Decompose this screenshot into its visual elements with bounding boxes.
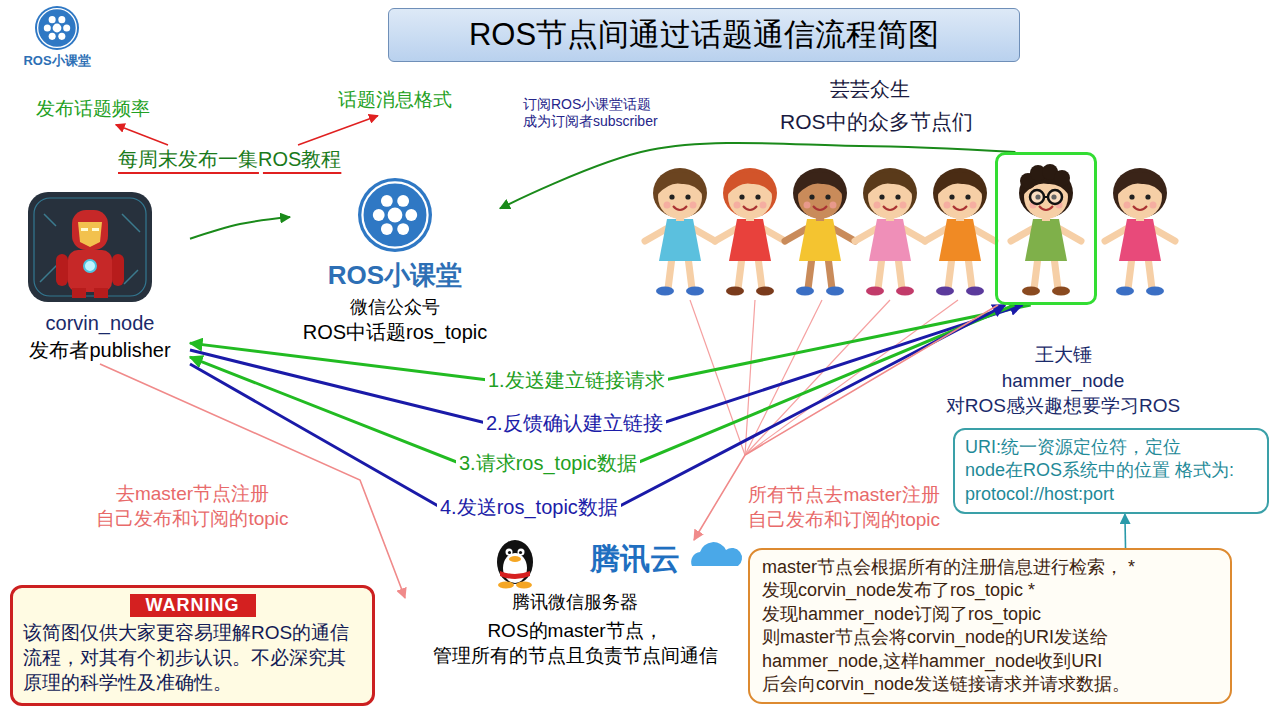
title-box: ROS节点间通过话题通信流程简图: [388, 8, 1020, 62]
publisher-icon: [112, 254, 124, 286]
kids-illustration: [855, 168, 925, 296]
register-lines: [745, 300, 755, 455]
publisher-icon: [28, 192, 152, 302]
connector: [190, 217, 290, 239]
note-text: URI:统一资源定位符，定位 node在ROS系统中的位置 格式为: proto…: [965, 436, 1257, 506]
cloud-logo: [498, 582, 514, 589]
publisher-icon: [72, 288, 86, 298]
node-name: corvin_node: [10, 310, 190, 337]
logo-text: ROS小课堂: [290, 258, 500, 293]
cloud-logo: [508, 551, 511, 554]
register-lines: [745, 300, 958, 455]
edge-label: 订阅ROS小课堂话题 成为订阅者subscriber: [520, 96, 716, 130]
topic-node: ROS小课堂微信公众号ROS中话题ros_topic: [290, 174, 500, 346]
publisher-icon: [28, 192, 152, 302]
annotation: 每周末发布一集ROS教程: [118, 146, 341, 172]
publisher-icon: [72, 210, 108, 250]
connector: [694, 305, 998, 540]
note-text: master节点会根据所有的注册信息进行检索， *发现corvin_node发布…: [762, 556, 1218, 696]
publisher-icon: [78, 222, 102, 247]
node-caption-group: 王大锤hammer_node对ROS感兴趣想要学习ROS: [923, 342, 1203, 419]
connector: [190, 305, 1014, 463]
node-id: hammer_node: [923, 368, 1203, 394]
node-name: 王大锤: [923, 342, 1203, 368]
node-name: ROS中话题ros_topic: [290, 319, 500, 346]
node-role: ROS的master节点， 管理所有的节点且负责节点间通信: [405, 618, 745, 669]
cloud-logo: [509, 556, 521, 562]
edge-label: 所有节点去master注册 自己发布和订阅的topic: [735, 483, 953, 532]
warning-heading: WARNING: [130, 594, 256, 617]
group-subtitle: ROS中的众多节点们: [780, 108, 973, 135]
publisher-icon: [34, 198, 146, 296]
cloud-logo: [506, 549, 513, 556]
kids-illustration: [1054, 170, 1070, 186]
edge-label: 4.发送ros_topic数据: [437, 494, 621, 520]
master-node: 腾讯云腾讯微信服务器 ROS的master节点， 管理所有的节点且负责节点间通信: [405, 540, 745, 669]
note-box: URI:统一资源定位符，定位 node在ROS系统中的位置 格式为: proto…: [953, 428, 1269, 514]
underline: [118, 172, 259, 174]
connector: [190, 305, 1005, 507]
publisher-icon: [94, 288, 108, 298]
logo-icon: [35, 6, 79, 50]
node-name: 腾讯微信服务器: [405, 590, 745, 614]
publisher-node: corvin_node发布者publisher: [10, 190, 190, 364]
annotation: 话题消息格式: [338, 88, 452, 113]
logo-icon: [358, 178, 432, 252]
node-caption: 微信公众号: [290, 295, 500, 319]
kids-illustration: [645, 168, 715, 296]
edge-label: 1.发送建立链接请求: [485, 367, 668, 393]
publisher-icon: [81, 228, 88, 231]
group-title: 芸芸众生: [830, 76, 910, 102]
logo-text: 腾讯云: [525, 540, 745, 578]
connector: [500, 143, 1015, 208]
publisher-icon: [56, 254, 68, 286]
cloud-logo: [519, 551, 522, 554]
underline: [263, 172, 341, 174]
edge-label: 3.请求ros_topic数据: [456, 450, 640, 476]
kids-illustration: [1044, 196, 1048, 198]
publisher-icon: [84, 260, 96, 272]
cloud-logo: [500, 571, 530, 579]
title-text: ROS节点间通过话题通信流程简图: [469, 14, 939, 56]
publisher-icon: [92, 228, 99, 231]
cloud-logo: [497, 540, 533, 584]
edge-label: 2.反馈确认建立链接: [483, 410, 666, 436]
kids-illustration: [1030, 190, 1044, 204]
kids-illustration: [1048, 190, 1062, 204]
leader-arrow: [298, 116, 378, 145]
cloud-logo: [691, 542, 742, 566]
kids-illustration: [1011, 168, 1081, 296]
warning-text: 该简图仅供大家更容易理解ROS的通信流程，对其有个初步认识。不必深究其原理的科学…: [23, 621, 362, 695]
logo-text: ROS小课堂: [7, 53, 107, 70]
kids-illustration: [715, 168, 785, 296]
annotation-marks: [116, 116, 378, 173]
register-lines: [690, 300, 958, 455]
node-role: 发布者publisher: [10, 337, 190, 364]
note-box: master节点会根据所有的注册信息进行检索， *发现corvin_node发布…: [748, 548, 1232, 704]
kids-illustration: [925, 168, 995, 296]
annotation: 发布话题频率: [36, 97, 150, 122]
leader-arrow: [116, 125, 168, 145]
kids-illustration: [1105, 168, 1175, 296]
register-lines: [690, 300, 745, 455]
kids-illustration: [785, 168, 855, 296]
node-role: 对ROS感兴趣想要学习ROS: [923, 393, 1203, 419]
cloud-logo: [516, 582, 532, 589]
publisher-icon: [68, 250, 112, 292]
subscriber-node: 王大锤hammer_node对ROS感兴趣想要学习ROS: [995, 152, 1097, 305]
cloud-logo: [518, 549, 525, 556]
connector: [1124, 514, 1126, 548]
edge-label: 去master节点注册 自己发布和订阅的topic: [82, 482, 303, 531]
warning-box: WARNING 该简图仅供大家更容易理解ROS的通信流程，对其有个初步认识。不必深…: [10, 585, 375, 706]
